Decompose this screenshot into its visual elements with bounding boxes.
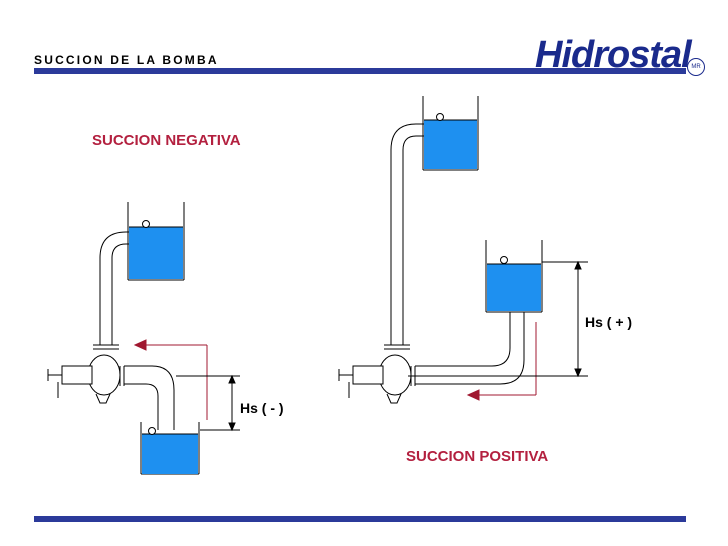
negative-suction-group	[47, 202, 240, 475]
discharge-tank-right	[422, 96, 479, 171]
flow-arrow-positive	[466, 322, 537, 401]
positive-suction-group	[338, 96, 588, 404]
pump-left	[47, 354, 125, 404]
header-title: SUCCION DE LA BOMBA	[34, 53, 219, 67]
pump-right	[338, 354, 416, 404]
suction-tank-right	[485, 240, 543, 313]
height-dimension-positive	[408, 260, 588, 378]
suction-tank-left	[140, 422, 200, 475]
header-divider	[34, 68, 686, 74]
negative-suction-title: SUCCION NEGATIVA	[92, 132, 241, 149]
discharge-tank-left	[127, 202, 185, 281]
positive-suction-title: SUCCION POSITIVA	[406, 448, 549, 465]
footer-divider	[34, 516, 686, 522]
flow-arrow-negative	[133, 339, 208, 420]
height-dimension-negative	[176, 374, 240, 432]
negative-height-label: Hs ( - )	[240, 400, 284, 416]
positive-height-label: Hs ( + )	[585, 314, 633, 330]
trademark-badge: MR	[687, 58, 705, 76]
